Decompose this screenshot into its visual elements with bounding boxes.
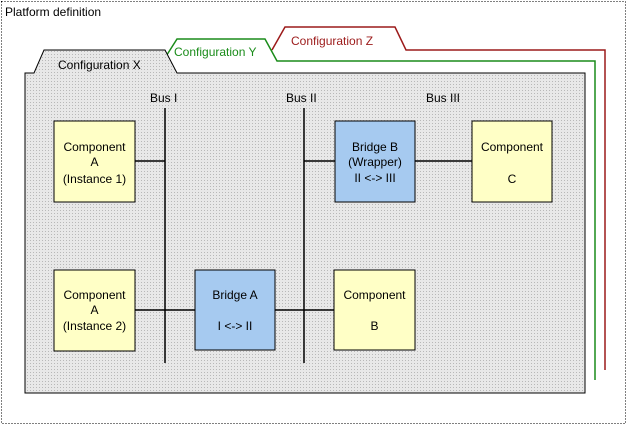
svg-text:(Instance 1): (Instance 1) <box>63 172 126 186</box>
component-a-instance-2: Component A (Instance 2) <box>53 269 136 352</box>
component-c: Component C <box>471 120 553 203</box>
svg-text:A: A <box>90 155 98 169</box>
svg-text:Bridge B: Bridge B <box>352 140 398 154</box>
svg-text:II <-> III: II <-> III <box>354 171 395 185</box>
svg-text:Bridge A: Bridge A <box>212 288 257 302</box>
bus-i-label: Bus I <box>150 91 177 105</box>
svg-text:Component: Component <box>481 140 544 154</box>
platform-title: Platform definition <box>5 5 101 19</box>
bus-ii-label: Bus II <box>286 91 317 105</box>
svg-text:I <-> II: I <-> II <box>218 319 253 333</box>
svg-text:Component: Component <box>343 288 406 302</box>
svg-text:Component: Component <box>63 140 126 154</box>
configuration-z-label: Configuration Z <box>291 34 373 48</box>
svg-text:A: A <box>90 303 98 317</box>
svg-text:B: B <box>370 319 378 333</box>
configuration-y-tab <box>162 38 596 380</box>
component-b: Component B <box>333 269 416 351</box>
bridge-b-wrapper: Bridge B (Wrapper) II <-> III <box>334 120 416 203</box>
svg-text:C: C <box>508 172 517 186</box>
svg-text:(Wrapper): (Wrapper) <box>348 155 402 169</box>
svg-text:Component: Component <box>63 288 126 302</box>
configuration-z-tab <box>271 26 606 370</box>
configuration-y-label: Configuration Y <box>174 45 257 59</box>
bridge-a: Bridge A I <-> II <box>194 269 276 351</box>
configuration-x-label: Configuration X <box>58 58 141 72</box>
component-a-instance-1: Component A (Instance 1) <box>53 120 136 203</box>
svg-text:(Instance 2): (Instance 2) <box>63 319 126 333</box>
bus-iii-label: Bus III <box>426 91 460 105</box>
